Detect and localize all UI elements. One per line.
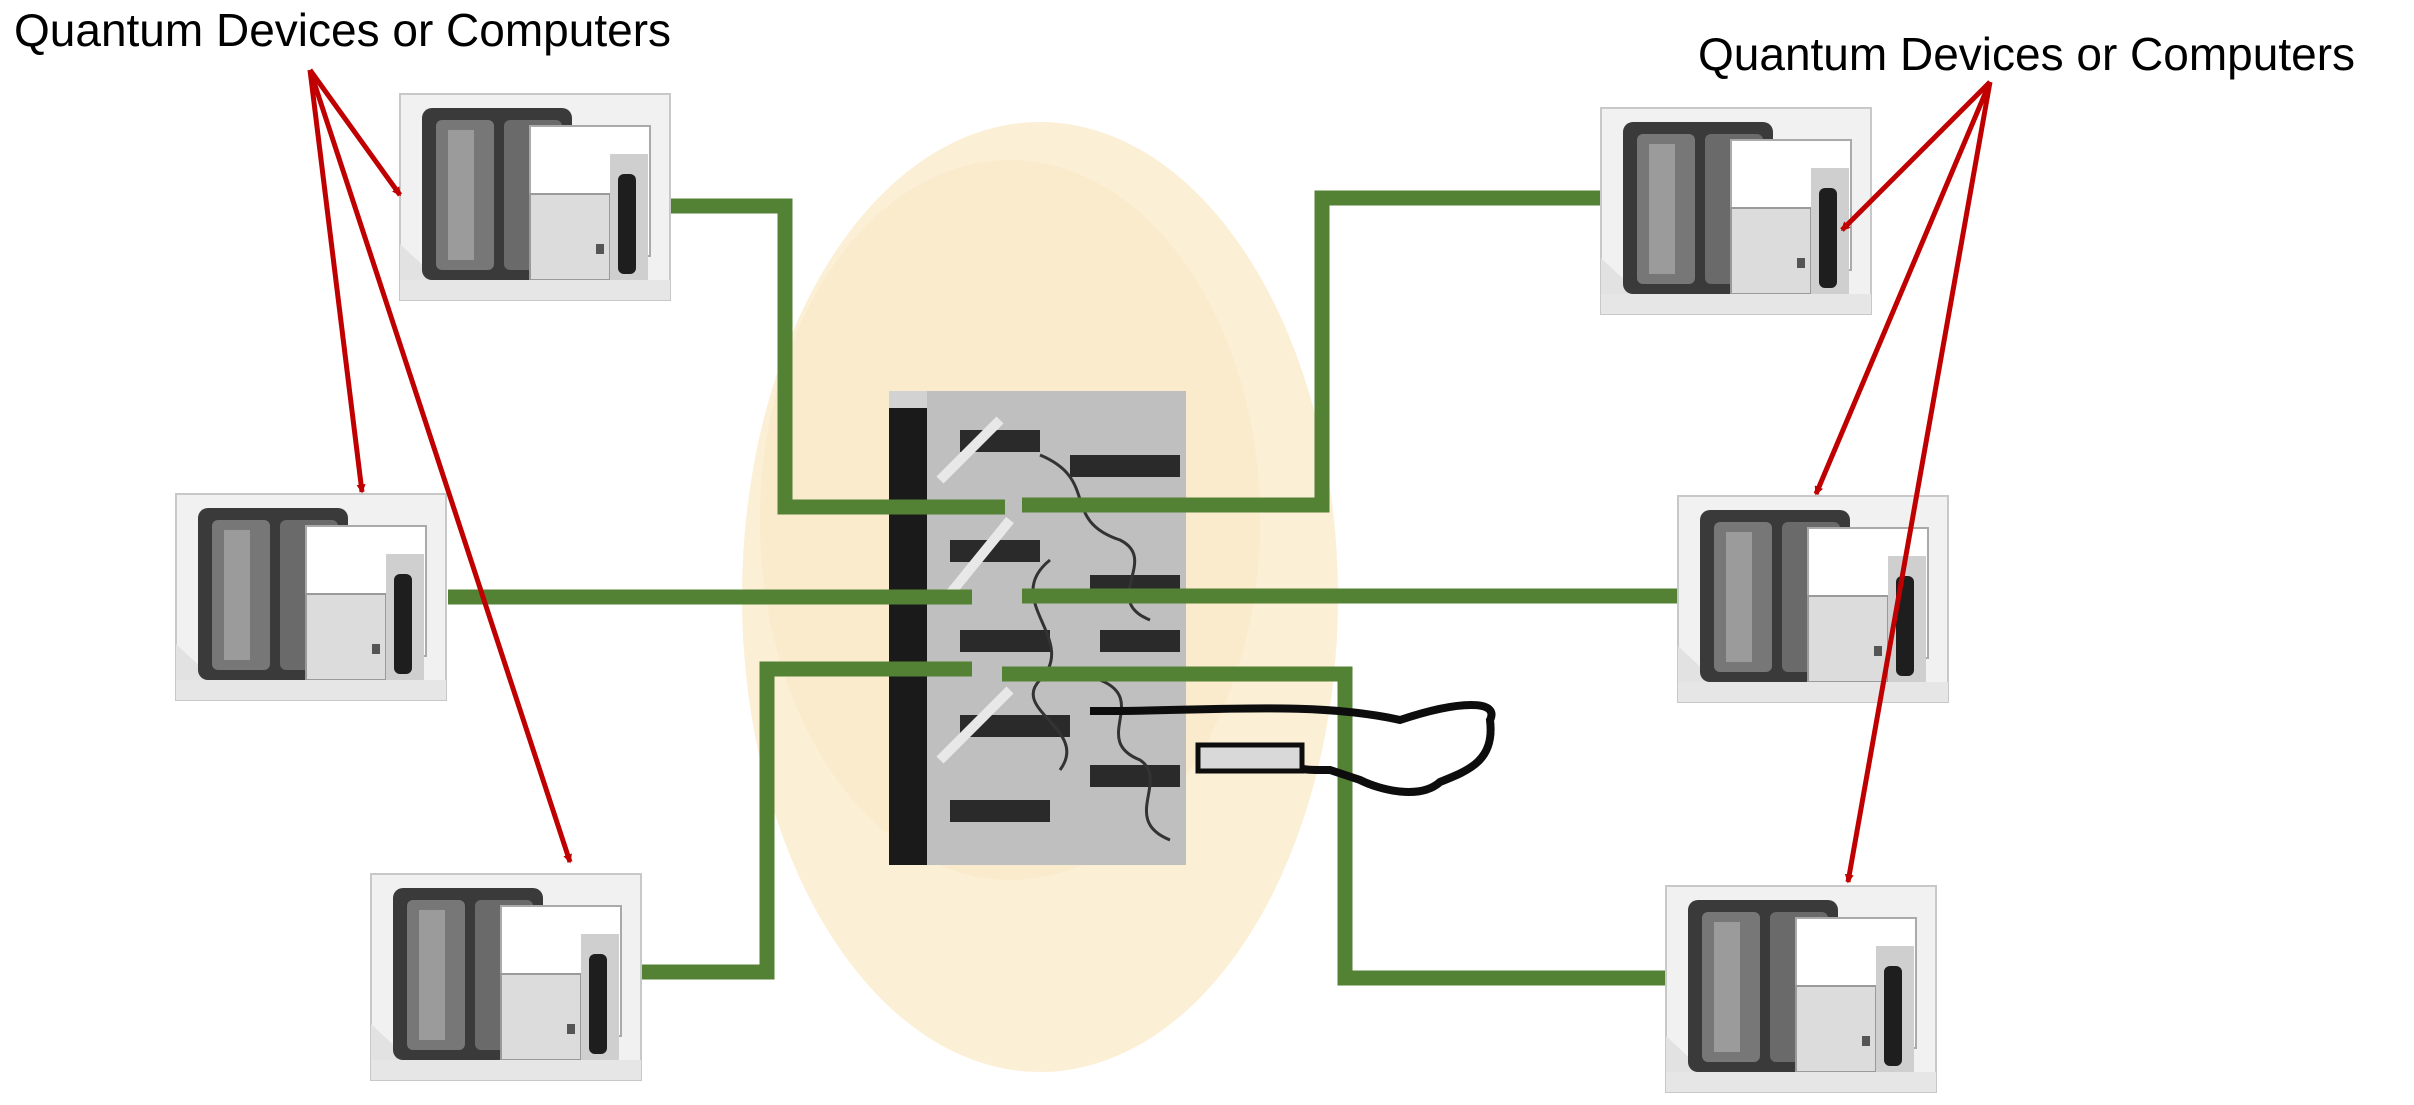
arrow-right-1: [1840, 80, 1992, 232]
quantum-device-left-2: [175, 493, 447, 701]
cable-plug: [1195, 742, 1305, 774]
quantum-device-left-1: [399, 93, 671, 301]
arrow-right-3: [1844, 81, 1993, 884]
annotation-arrows: [307, 68, 1993, 884]
link-right-top: [1022, 190, 1622, 513]
network-links: [448, 190, 1678, 986]
right-devices-label: Quantum Devices or Computers: [1698, 28, 2355, 80]
quantum-device-left-3: [370, 873, 642, 1081]
link-left-bottom: [642, 661, 972, 980]
link-left-top: [670, 198, 1005, 515]
quantum-device-right-1: [1600, 107, 1872, 315]
left-devices-label: Quantum Devices or Computers: [14, 4, 671, 56]
quantum-device-right-2: [1677, 495, 1949, 703]
arrow-left-1: [307, 68, 403, 197]
arrow-right-2: [1813, 81, 1993, 496]
quantum-device-right-3: [1665, 885, 1937, 1093]
switchboard-panel: [889, 391, 1186, 865]
arrow-left-2: [307, 69, 366, 494]
patch-cable: [1089, 701, 1496, 796]
arrow-left-3: [307, 69, 573, 864]
link-right-bottom: [1002, 666, 1666, 986]
